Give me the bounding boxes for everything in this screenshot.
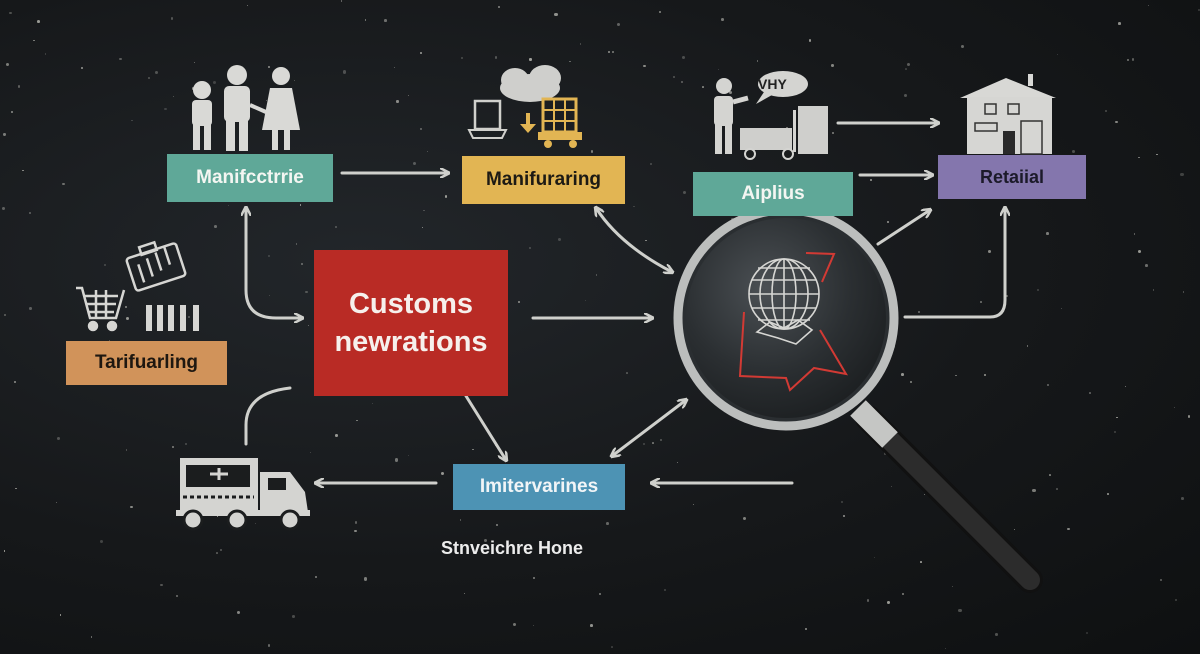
node-retail[interactable]: Retaiial xyxy=(938,155,1086,199)
node-intermediaries[interactable]: Imitervarines xyxy=(453,464,625,510)
arrow-truck-customs xyxy=(244,386,292,446)
diagram-caption: Stnveichre Hone xyxy=(441,538,584,558)
node-customs[interactable]: Customs newrations xyxy=(314,250,508,396)
node-intermediaries-label: Imitervarines xyxy=(479,476,599,497)
speech-bubble-text: VHY xyxy=(758,76,787,92)
node-retail-label: Retaiial xyxy=(979,166,1045,187)
cloud-cargo-icon xyxy=(467,65,582,148)
node-manufacturer-label: Manifcctrrie xyxy=(196,167,304,188)
arrow-manufacturer-customs xyxy=(246,208,302,318)
node-manufacturing-label: Manifuraring xyxy=(485,169,602,190)
delivery-truck-icon xyxy=(176,458,310,531)
magnifying-glass-globe-icon xyxy=(673,205,1043,593)
node-airplanes-label: Aiplius xyxy=(741,183,805,204)
node-manufacturing[interactable]: Manifuraring xyxy=(462,156,625,204)
node-manufacturer[interactable]: Manifcctrrie xyxy=(167,154,333,202)
family-people-icon xyxy=(192,65,300,151)
arrow-customs-intermediaries xyxy=(464,394,506,460)
node-tariff[interactable]: Tarifuarling xyxy=(66,341,227,385)
house-store-icon xyxy=(960,74,1056,155)
node-customs-label-line2: newrations xyxy=(334,326,488,358)
arrow-manufacturing-magnifier xyxy=(596,208,672,272)
node-tariff-label: Tarifuarling xyxy=(94,352,199,373)
arrow-magnifier-intermediaries xyxy=(612,400,686,456)
node-airplanes[interactable]: Aiplius xyxy=(693,172,853,216)
barcode-bars-icon xyxy=(146,305,199,331)
node-customs-label-line1: Customs xyxy=(348,288,474,320)
worker-forklift-icon xyxy=(714,71,828,160)
arrow-magnifier-retail xyxy=(876,210,930,246)
arrow-magnifier-retail-curve xyxy=(903,208,1005,319)
shopping-cart-icon xyxy=(76,240,187,332)
